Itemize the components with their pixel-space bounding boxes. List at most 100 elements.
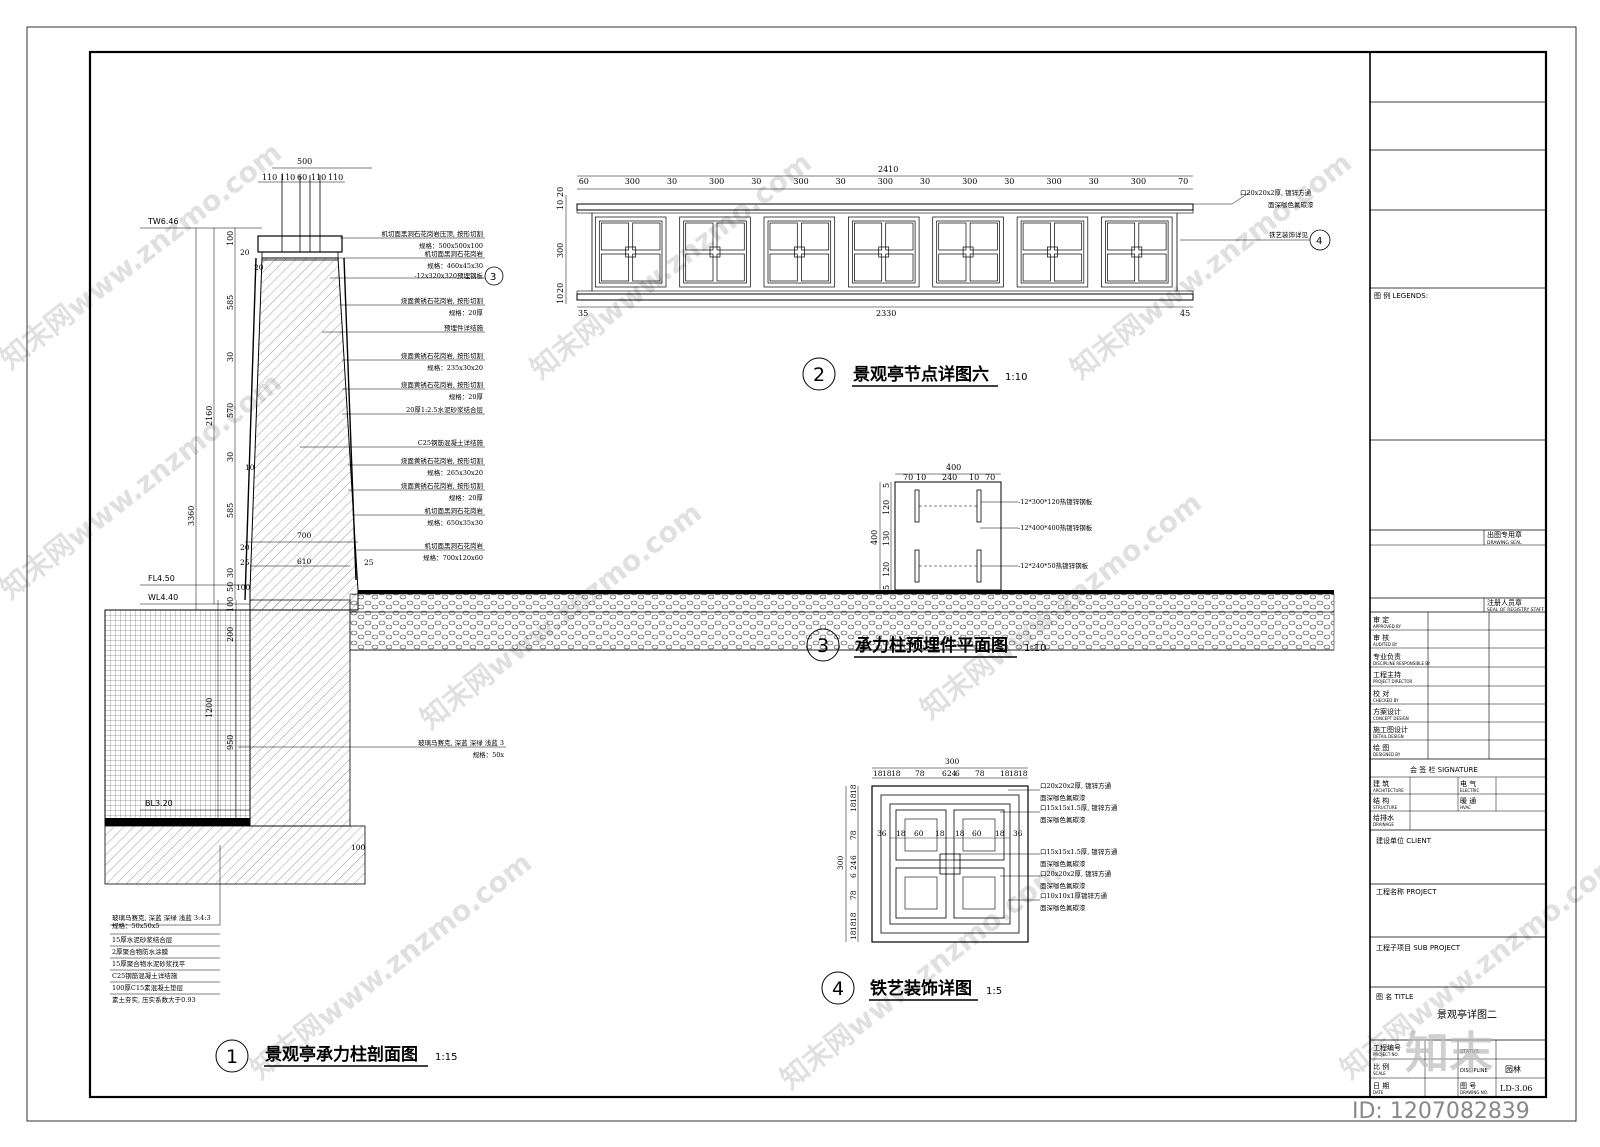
scale-label: 比 例: [1373, 1062, 1389, 1071]
date-en: DATE: [1373, 1090, 1384, 1095]
dim-text: 25: [364, 558, 374, 567]
dim-text: 20: [240, 543, 250, 552]
callout-text: 面深咖色氟碳漆: [1040, 881, 1086, 890]
callout-text: 规格：20厚: [449, 308, 484, 317]
role-en: DESIGNED BY: [1373, 752, 1401, 757]
dim-text: 30: [226, 352, 235, 362]
dim-text: 30: [226, 568, 235, 578]
discipline-value: 园林: [1505, 1064, 1521, 1074]
callout-text: 规格：235x30x20: [427, 363, 483, 372]
sig-cell: 给排水: [1373, 813, 1394, 822]
dim-text: 570: [226, 403, 235, 418]
ornament-panel-part: [794, 246, 805, 258]
ornament-panel-part: [1022, 222, 1051, 251]
ornament-panel-part: [763, 216, 836, 288]
ornament-panel-part: [625, 246, 637, 258]
dim-text: 18: [849, 921, 858, 931]
layer-legend: 玻璃马赛克, 深蓝 深绿 浅蓝 3:4:3 规格：50x50x5 15厚水泥砂浆…: [110, 845, 221, 1004]
role-label: 绘 图: [1373, 743, 1389, 752]
dim-text: 70: [985, 473, 995, 482]
dim-text: 18: [1018, 769, 1028, 778]
detail-title: 景观亭节点详图六: [853, 364, 989, 385]
dim-text: 500: [297, 157, 312, 166]
ornament-panel-part: [854, 222, 883, 251]
project-label: 工程名称 PROJECT: [1376, 887, 1437, 896]
detail-ref-number: 3: [490, 272, 496, 283]
dim-text: 585: [226, 503, 235, 518]
layer-text: 素土夯实, 压实系数大于0.93: [112, 995, 196, 1004]
dim-text: 400: [870, 530, 879, 545]
sig-cell-en: ELECTRIC: [1460, 788, 1479, 793]
elevation-label: BL3.20: [145, 799, 173, 808]
layer-text: 15厚水泥砂浆结合层: [112, 935, 173, 944]
sig-cell: 结 构: [1373, 796, 1389, 805]
drawing-no-value: LD-3.06: [1500, 1084, 1532, 1093]
role-en: APPROVED BY: [1373, 624, 1402, 629]
dim-text: 110: [262, 173, 277, 182]
registry-seal-label: 注册人员章: [1487, 598, 1522, 607]
callout-text: 面深咖色氟碳漆: [1268, 200, 1314, 209]
ornament-panel-part: [969, 222, 998, 251]
dim-text: 18: [849, 784, 858, 794]
callout-text: 口20x20x2厚, 镀锌方通: [1040, 869, 1112, 878]
dim-text: 120: [882, 500, 891, 515]
elevation-label: FL4.50: [148, 574, 175, 583]
ornament-panel-part: [885, 253, 914, 282]
dim-text: 45: [1180, 309, 1190, 318]
role-label: 专业负责: [1373, 652, 1401, 661]
scale-en: SCALE: [1373, 1071, 1386, 1076]
ornament-panel-part: [1105, 220, 1169, 284]
inner-border: [88, 50, 1548, 1099]
watermark-text: 知末网www.znzmo.com: [1064, 146, 1358, 386]
ornament-panel-part: [769, 222, 798, 251]
date-label: 日 期: [1373, 1082, 1389, 1090]
watermark-text: 知末网www.znzmo.com: [0, 366, 288, 606]
dim-text: 300: [962, 177, 977, 186]
logo-watermark: 知末: [1405, 1028, 1493, 1079]
role-label: 施工图设计: [1373, 725, 1408, 734]
role-en: CHECKED BY: [1373, 698, 1399, 703]
mosaic-pool-wall: [104, 609, 251, 826]
ornament-panel-part: [848, 216, 920, 288]
detail-number: 2: [813, 364, 825, 386]
callout-text: 规格：265x30x20: [427, 468, 483, 477]
status-en: STATUS: [1460, 1049, 1479, 1055]
dim-text: 100: [226, 597, 235, 612]
detail-title: 承力柱预埋件平面图: [855, 635, 1008, 656]
layer-text: 玻璃马赛克, 深蓝 深绿 浅蓝 3:4:3: [112, 913, 211, 922]
dim-text: 700: [297, 531, 312, 540]
dim-text: 300: [1046, 177, 1061, 186]
dim-text: 60: [914, 829, 924, 838]
ornament-panel-part: [600, 222, 629, 251]
dim-text: 20: [556, 283, 565, 293]
dim-text: 6: [849, 855, 858, 860]
pool-bottom-line: [105, 818, 250, 826]
ornament-panel-part: [801, 253, 830, 282]
ornament-frame: [871, 785, 1029, 943]
sub-project-label: 工程子项目 SUB PROJECT: [1376, 943, 1461, 952]
dim-text: 18: [955, 829, 965, 838]
role-en: PROJECT DIRECTOR: [1373, 679, 1413, 684]
signature-header: 会 签 栏 SIGNATURE: [1410, 765, 1478, 774]
drawing-no-en: DRAWING NO.: [1460, 1090, 1488, 1095]
callout-text: 规格：650x35x30: [427, 518, 483, 527]
id-label: ID: 1207082839: [1352, 1099, 1530, 1124]
ornament-panel-part: [1020, 220, 1085, 284]
callout-text: 口10x10x1厚镀锌方通: [1040, 891, 1108, 900]
callout-text: 机切面黑洞石花岗岩: [425, 541, 484, 550]
dim-text: 60: [297, 173, 307, 182]
dim-text: 78: [849, 830, 858, 840]
dim-text: 18: [935, 829, 945, 838]
role-label: 工程主持: [1373, 670, 1401, 679]
callout-text: 面深咖色氟碳漆: [1040, 903, 1086, 912]
dim-text: 70: [1178, 177, 1188, 186]
callout-text: 面深咖色氟碳漆: [1040, 793, 1086, 802]
ornament-panel-part: [594, 216, 667, 288]
discipline-en: DISCIPLINE: [1460, 1068, 1488, 1074]
ornament-panel-part: [685, 222, 714, 251]
dim-text: 18: [896, 829, 906, 838]
callout-text: -12*240*50热镀锌钢板: [1018, 561, 1089, 570]
role-label: 方案设计: [1373, 707, 1401, 716]
elevation-label: TW6.46: [147, 217, 179, 226]
column-base: [249, 599, 351, 827]
